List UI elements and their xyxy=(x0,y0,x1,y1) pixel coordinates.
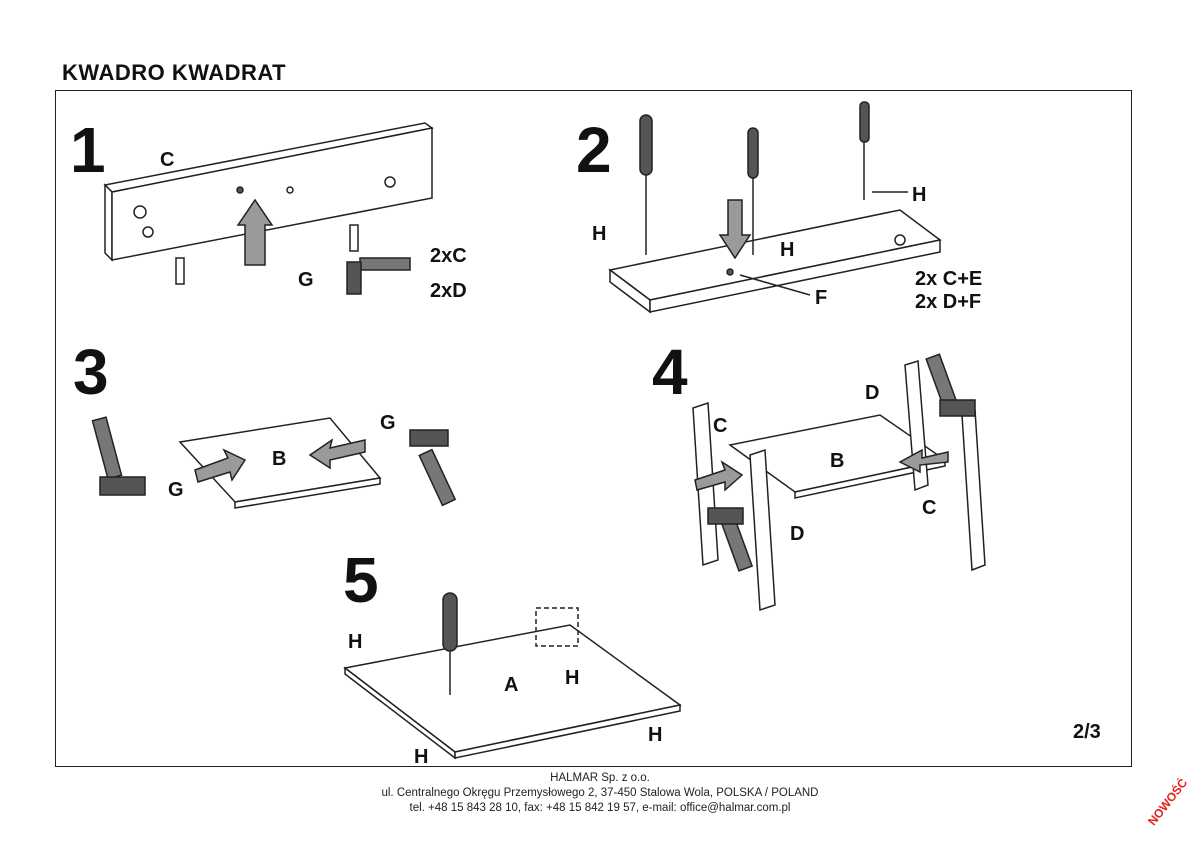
part-label: B xyxy=(272,448,287,470)
part-label: H xyxy=(565,667,580,689)
quantity-label: 2x C+E xyxy=(915,268,983,290)
part-label: C xyxy=(713,415,728,437)
screwdriver-icon xyxy=(747,127,759,255)
footer-company: HALMAR Sp. z o.o. xyxy=(550,772,650,784)
footer: HALMAR Sp. z o.o. ul. Centralnego Okręgu… xyxy=(0,771,1200,816)
step-number: 1 xyxy=(70,114,106,186)
step1-arrow-up-icon xyxy=(236,198,274,266)
screwdriver-icon xyxy=(442,592,458,695)
footer-contact: tel. +48 15 843 28 10, fax: +48 15 842 1… xyxy=(409,802,791,814)
step1-board xyxy=(103,122,434,262)
arrow-right-icon xyxy=(694,460,744,492)
part-label: H xyxy=(414,746,429,768)
hammer-icon xyxy=(91,416,146,496)
part-label: H xyxy=(648,724,663,746)
part-label: C xyxy=(922,497,937,519)
arrow-left-icon xyxy=(898,448,949,474)
part-label: A xyxy=(504,674,519,696)
step5-board-a xyxy=(343,624,682,760)
step-number: 4 xyxy=(652,336,688,408)
part-label: G xyxy=(168,479,184,501)
step-number: 2 xyxy=(576,114,612,186)
detail-box xyxy=(535,607,579,647)
part-label: H xyxy=(780,239,795,261)
hammer-icon xyxy=(346,257,411,295)
part-label: D xyxy=(865,382,880,404)
part-label: B xyxy=(830,450,845,472)
hammer-icon xyxy=(707,507,754,572)
screwdriver-icon xyxy=(639,114,653,255)
step2-board xyxy=(608,209,942,314)
part-label: G xyxy=(298,269,314,291)
part-label: C xyxy=(160,149,175,171)
part-label: F xyxy=(815,287,828,309)
quantity-label: 2xD xyxy=(430,280,467,302)
hammer-icon xyxy=(925,353,976,417)
part-label: G xyxy=(380,412,396,434)
arrow-left-icon xyxy=(308,438,366,470)
document-title: KWADRO KWADRAT xyxy=(62,60,287,85)
step2-arrow-down-icon xyxy=(718,199,752,260)
quantity-label: 2x D+F xyxy=(915,291,982,313)
step3-board-b xyxy=(178,417,382,509)
step-number: 5 xyxy=(343,544,379,616)
page-indicator: 2/3 xyxy=(1073,721,1101,743)
part-label: D xyxy=(790,523,805,545)
part-label: H xyxy=(348,631,363,653)
step-number: 3 xyxy=(73,336,109,408)
quantity-label: 2xC xyxy=(430,245,467,267)
hammer-icon xyxy=(409,429,457,507)
instructions-frame xyxy=(55,90,1132,767)
screwdriver-icon xyxy=(859,101,870,200)
part-label: H xyxy=(592,223,607,245)
part-label: H xyxy=(912,184,927,206)
arrow-right-icon xyxy=(194,448,247,483)
footer-address: ul. Centralnego Okręgu Przemysłowego 2, … xyxy=(381,787,819,799)
